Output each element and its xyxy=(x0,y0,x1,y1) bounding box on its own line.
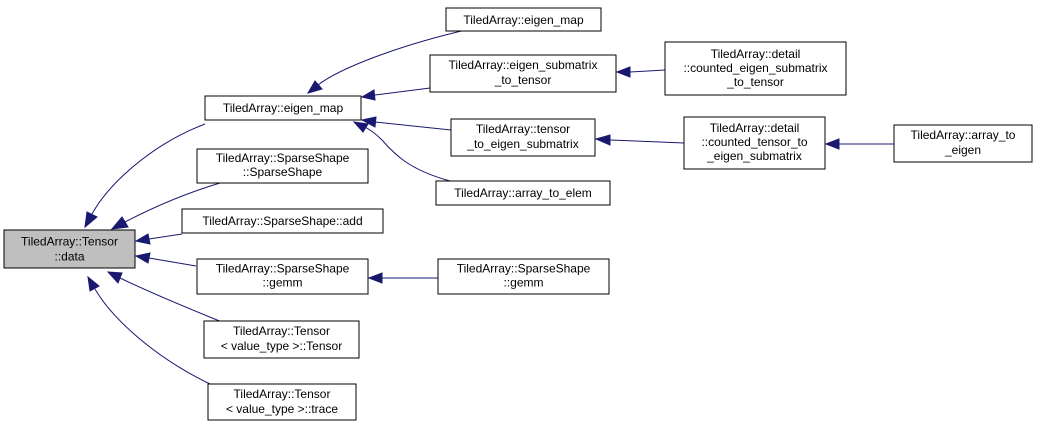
node-sparse-shape-gemm-2-line-1: TiledArray::SparseShape xyxy=(457,262,591,276)
edge-tensor-to-submatrix-to-eigen-map xyxy=(360,116,452,131)
node-sparse-shape-ctor[interactable]: TiledArray::SparseShape ::SparseShape xyxy=(196,148,369,184)
node-sparse-shape-gemm-2-line-2: ::gemm xyxy=(503,276,543,290)
node-sparse-shape-gemm-1-line-2: ::gemm xyxy=(262,276,302,290)
edge-submatrix-to-tensor-to-eigen-map xyxy=(360,87,431,101)
node-tensor-value-type-ctor-line-1: TiledArray::Tensor xyxy=(233,324,330,338)
node-array-to-eigen-line-2: _eigen xyxy=(944,143,981,157)
node-eigen-submatrix-to-tensor-line-1: TiledArray::eigen_submatrix xyxy=(449,58,598,72)
node-tensor-value-type-trace-line-2: < value_type >::trace xyxy=(226,402,338,416)
node-counted-eigen-submatrix-to-tensor[interactable]: TiledArray::detail ::counted_eigen_subma… xyxy=(664,41,847,96)
node-array-to-eigen-line-1: TiledArray::array_to xyxy=(911,128,1016,142)
node-counted-eigen-submatrix-to-tensor-line-1: TiledArray::detail xyxy=(711,47,801,61)
node-tensor-data-line-2: ::data xyxy=(54,250,84,264)
node-eigen-map-top[interactable]: TiledArray::eigen_map xyxy=(445,7,602,32)
node-sparse-shape-ctor-line-1: TiledArray::SparseShape xyxy=(216,151,350,165)
node-sparse-shape-add-label: TiledArray::SparseShape::add xyxy=(202,214,362,228)
node-sparse-shape-add[interactable]: TiledArray::SparseShape::add xyxy=(181,208,384,234)
node-array-to-elem-label: TiledArray::array_to_elem xyxy=(454,186,592,200)
node-sparse-shape-gemm-1[interactable]: TiledArray::SparseShape ::gemm xyxy=(196,258,369,295)
edge-eigen-map-top-to-mid xyxy=(306,28,471,94)
node-array-to-eigen[interactable]: TiledArray::array_to _eigen xyxy=(893,124,1033,163)
node-tensor-to-eigen-submatrix-line-2: _to_eigen_submatrix xyxy=(466,137,578,151)
edge-sparse-gemm-2-to-gemm-1 xyxy=(367,272,438,284)
edge-array-to-elem-to-eigen-map xyxy=(352,121,451,182)
node-counted-tensor-to-eigen-submatrix-line-3: _eigen_submatrix xyxy=(706,149,802,163)
edge-array-to-eigen-to-counted xyxy=(824,138,894,150)
node-tensor-data: TiledArray::Tensor ::data xyxy=(3,229,136,269)
node-array-to-elem[interactable]: TiledArray::array_to_elem xyxy=(435,180,611,206)
edge-sparse-ctor-to-tensor-data xyxy=(110,182,221,230)
node-tensor-to-eigen-submatrix-line-1: TiledArray::tensor xyxy=(476,122,570,136)
node-eigen-map-mid[interactable]: TiledArray::eigen_map xyxy=(204,95,362,121)
node-tensor-value-type-trace-line-1: TiledArray::Tensor xyxy=(234,387,331,401)
edge-sparse-add-to-tensor-data xyxy=(134,233,183,245)
node-tensor-value-type-trace[interactable]: TiledArray::Tensor < value_type >::trace xyxy=(207,383,357,421)
node-eigen-submatrix-to-tensor-line-2: _to_tensor xyxy=(494,73,552,87)
node-counted-tensor-to-eigen-submatrix-line-2: ::counted_tensor_to xyxy=(701,135,807,149)
node-tensor-value-type-ctor[interactable]: TiledArray::Tensor < value_type >::Tenso… xyxy=(203,320,360,359)
edge-tensor-ctor-to-tensor-data xyxy=(106,271,223,323)
node-sparse-shape-gemm-2[interactable]: TiledArray::SparseShape ::gemm xyxy=(437,258,610,295)
node-counted-eigen-submatrix-to-tensor-line-2: ::counted_eigen_submatrix xyxy=(683,61,827,75)
node-eigen-map-mid-label: TiledArray::eigen_map xyxy=(223,101,344,115)
edge-counted-tensor-to-submatrix xyxy=(594,134,685,146)
node-eigen-submatrix-to-tensor[interactable]: TiledArray::eigen_submatrix _to_tensor xyxy=(429,54,617,93)
node-counted-tensor-to-eigen-submatrix-line-1: TiledArray::detail xyxy=(710,121,800,135)
node-tensor-value-type-ctor-line-2: < value_type >::Tensor xyxy=(221,339,342,353)
node-counted-eigen-submatrix-to-tensor-line-3: _to_tensor xyxy=(726,75,784,89)
node-sparse-shape-ctor-line-2: ::SparseShape xyxy=(243,165,323,179)
edge-counted-submatrix-to-tensor xyxy=(615,66,666,78)
edge-tensor-trace-to-tensor-data xyxy=(87,275,211,385)
edge-eigen-map-to-tensor-data xyxy=(84,123,206,229)
edge-sparse-gemm-to-tensor-data xyxy=(134,252,197,267)
node-sparse-shape-gemm-1-line-1: TiledArray::SparseShape xyxy=(216,262,350,276)
node-eigen-map-top-label: TiledArray::eigen_map xyxy=(463,13,584,27)
node-tensor-data-line-1: TiledArray::Tensor xyxy=(21,235,118,249)
node-tensor-to-eigen-submatrix[interactable]: TiledArray::tensor _to_eigen_submatrix xyxy=(450,118,596,157)
node-counted-tensor-to-eigen-submatrix[interactable]: TiledArray::detail ::counted_tensor_to _… xyxy=(683,116,826,170)
